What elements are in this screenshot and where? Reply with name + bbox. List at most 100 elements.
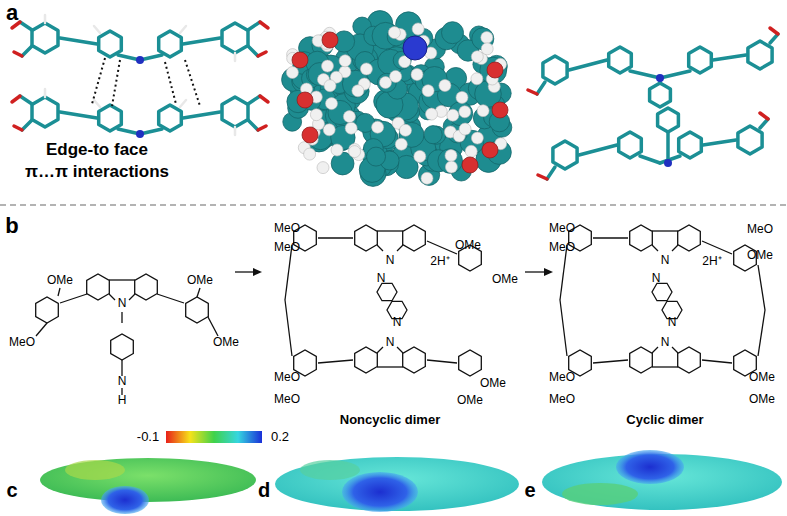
ring [630,225,653,251]
bond [770,34,778,43]
atom-label: 2H⁺ [702,255,721,268]
hydrogen-sphere [412,23,424,35]
bond-line [652,230,678,231]
hydrogen-sphere [414,150,426,162]
atom-label: N [661,336,670,349]
atom-label: MeO [9,336,35,349]
ring [650,83,671,107]
atom-label: N [661,254,670,267]
hydrogen-sphere [388,27,400,39]
bond [260,96,268,102]
esp-map [40,450,782,514]
ring [403,347,426,373]
oxygen-sphere [487,62,503,78]
interaction-line [165,62,176,104]
ring [99,31,122,57]
bond-line [652,245,658,251]
bond [660,71,690,78]
crystal-structure [12,11,778,187]
ring [87,274,110,300]
bond-line [702,360,732,363]
bond-line [702,241,732,254]
bond-line [318,360,353,363]
oxygen-sphere [302,127,318,143]
atom-label: H [118,394,127,407]
bond [180,26,186,33]
compound-name: Noncyclic dimer [340,413,440,427]
bond [234,127,237,135]
hydrogen-sphere [360,63,372,75]
bond [528,90,537,94]
bond-line [377,366,403,367]
hydrogen-sphere [310,109,322,121]
bond-line [672,245,678,251]
ring [678,347,701,373]
ring [403,225,426,251]
bond-line [427,360,457,363]
compound-name: Cyclic dimer [626,413,703,427]
hydrogen-sphere [471,132,483,144]
bond [14,126,22,130]
ring [619,132,642,158]
ring [678,225,701,251]
bond-line [652,366,678,367]
ring [377,283,397,300]
atom-label: OMe [455,239,481,252]
bond [248,46,258,56]
color-scale-bar [166,431,262,443]
bond [248,22,260,30]
atom-label: N [386,336,395,349]
bond [20,96,32,104]
atom-label: N [652,272,661,285]
bond-line [758,310,765,356]
bond [94,26,100,33]
interaction-line [112,60,120,106]
panel-letter: a [6,1,18,25]
hydrogen-sphere [304,148,316,160]
ring [111,334,134,360]
atom-label: MeO [549,222,575,235]
hydrogen-sphere [395,138,407,150]
hydrogen-sphere [390,70,402,82]
bond [248,120,258,130]
ring [186,297,209,323]
esp-patch [101,486,149,514]
bond [703,140,736,145]
bond [94,100,100,107]
hydrogen-sphere [445,150,457,162]
bond-line [397,347,403,353]
nitrogen-atom [656,74,664,82]
atom-label: MeO [274,393,300,406]
bond [183,38,220,44]
atom-label: N [393,316,402,329]
hydrogen-sphere [471,51,483,63]
bond-line [377,230,403,231]
hydrogen-sphere [445,161,457,173]
chemical-structures [36,225,765,395]
carbon-sphere [367,147,386,166]
bond-line [109,294,115,300]
hydrogen-sphere [372,121,384,133]
hydrogen-sphere [481,43,493,55]
atom-label: OMe [749,371,775,384]
bond [569,60,607,70]
bond-line [427,241,457,254]
atom-label: MeO [274,241,300,254]
ring [222,23,248,53]
panel-divider [0,204,787,206]
ring [159,105,182,131]
ring [689,47,712,73]
atom-label: OMe [749,393,775,406]
scale-value: 0.2 [271,430,289,444]
bond [666,132,670,163]
bond [234,53,237,61]
bond-line [593,237,628,238]
ring [658,108,679,132]
esp-patch [616,450,684,484]
atom-label: OMe [457,394,483,407]
carbon-sphere [438,149,463,174]
bond-line [109,279,135,280]
esp-surface [40,458,256,502]
nitrogen-atom [664,159,672,167]
atom-label: MeO [549,241,575,254]
